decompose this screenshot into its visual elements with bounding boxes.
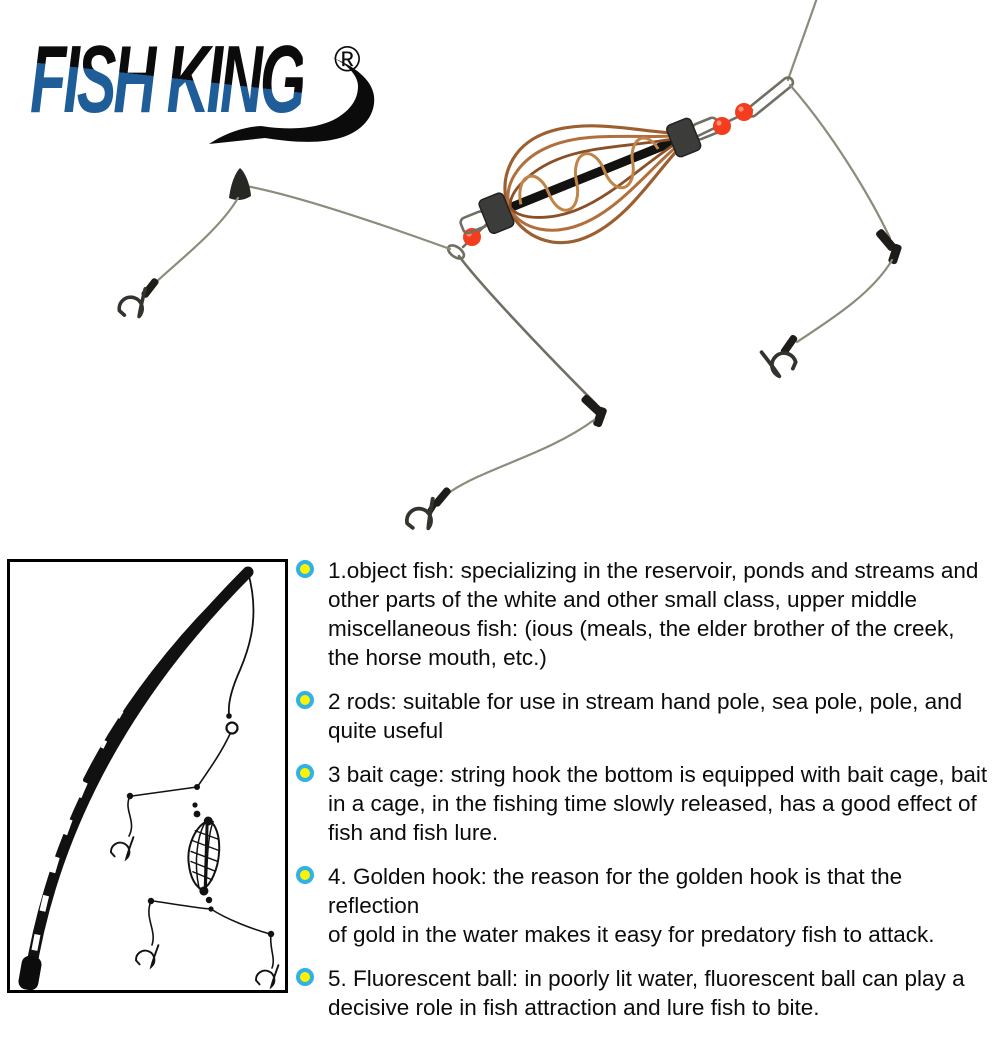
sketch-bead	[192, 802, 198, 808]
right-hook-sleeve	[780, 334, 798, 356]
sketch-bead	[193, 810, 201, 818]
right-hook-link	[795, 258, 894, 344]
sketch-stop-bead	[226, 713, 232, 719]
feature-item-1: 1.object fish: specializing in the reser…	[296, 556, 996, 672]
sketch-bait-cage	[187, 816, 221, 896]
cage-left-cap	[478, 192, 515, 235]
brand-logo-text: FISH KING	[30, 26, 306, 133]
bead-highlight	[716, 120, 722, 126]
rod-bands	[27, 778, 89, 977]
rod-handle	[18, 955, 42, 991]
main-line	[786, 0, 818, 82]
product-photo	[115, 0, 902, 534]
anti-tangle-cone	[229, 168, 251, 201]
sketch-bottom-right-link	[269, 933, 275, 969]
feature-text: 2 rods: suitable for use in stream hand …	[328, 689, 963, 743]
sketch-bead	[205, 896, 213, 904]
sketch-left-link	[127, 795, 133, 837]
sketch-bottom-left-arm	[152, 900, 212, 910]
sketch-main-line	[227, 571, 255, 715]
cage-wire	[509, 137, 685, 219]
left-arm-line	[244, 184, 452, 251]
sketch-hook-icon	[110, 836, 135, 860]
feature-item-4: 4. Golden hook: the reason for the golde…	[296, 862, 996, 949]
sketch-hook-icon	[255, 964, 280, 988]
bead-highlight	[738, 106, 744, 112]
cage-right-cap	[666, 117, 702, 158]
feature-item-2: 2 rods: suitable for use in stream hand …	[296, 687, 996, 745]
cage-wire	[506, 133, 684, 209]
bullet-icon	[296, 968, 314, 986]
feature-text: 4. Golden hook: the reason for the golde…	[328, 864, 935, 947]
right-hook-icon	[759, 341, 801, 382]
feature-item-3: 3 bait cage: string hook the bottom is e…	[296, 760, 996, 847]
cage-wire	[507, 139, 688, 245]
right-connector-sleeve	[876, 229, 896, 251]
sketch-ring	[225, 721, 239, 735]
logo-swoosh-icon	[209, 57, 375, 144]
left-hook-icon	[115, 286, 150, 321]
cage-feed-rod	[493, 133, 687, 218]
cage-spiral	[518, 136, 660, 212]
feature-text: 1.object fish: specializing in the reser…	[328, 558, 979, 670]
bottom-arm-wire	[457, 254, 598, 406]
bottom-connector-sleeve-2	[593, 406, 607, 428]
sketch-line	[197, 733, 231, 787]
cage-wire	[508, 138, 687, 232]
left-hook-link	[150, 196, 240, 288]
feature-item-5: 5. Fluorescent ball: in poorly lit water…	[296, 964, 996, 1022]
sketch-bottom-right-arm	[210, 908, 271, 935]
brand-logo: FISH KING ®	[28, 30, 388, 180]
right-dropper-line	[788, 83, 892, 240]
bait-cage	[459, 116, 721, 245]
bullet-icon	[296, 560, 314, 578]
sketch-left-arm	[131, 786, 198, 797]
rig-diagram-sketch	[18, 566, 280, 991]
feature-text: 5. Fluorescent ball: in poorly lit water…	[328, 966, 965, 1020]
fluorescent-ball-top-1	[735, 103, 753, 121]
bottom-connector-sleeve	[581, 394, 603, 416]
bottom-hook-link	[448, 418, 596, 494]
rig-diagram-frame	[7, 559, 288, 993]
feature-list: 1.object fish: specializing in the reser…	[296, 556, 996, 1037]
sketch-hook-icon	[135, 944, 160, 968]
cage-wire	[503, 124, 684, 209]
bullet-icon	[296, 764, 314, 782]
cage-wire	[508, 135, 684, 208]
snap-loop	[446, 244, 466, 260]
bottom-hook-icon	[401, 496, 440, 534]
feature-text: 3 bait cage: string hook the bottom is e…	[328, 762, 988, 845]
bullet-icon	[296, 866, 314, 884]
fluorescent-ball-top-2	[713, 117, 731, 135]
rod-sketch	[18, 566, 254, 991]
bullet-icon	[296, 691, 314, 709]
bottom-hook-sleeve	[433, 487, 451, 507]
sketch-bottom-left-link	[148, 900, 154, 946]
